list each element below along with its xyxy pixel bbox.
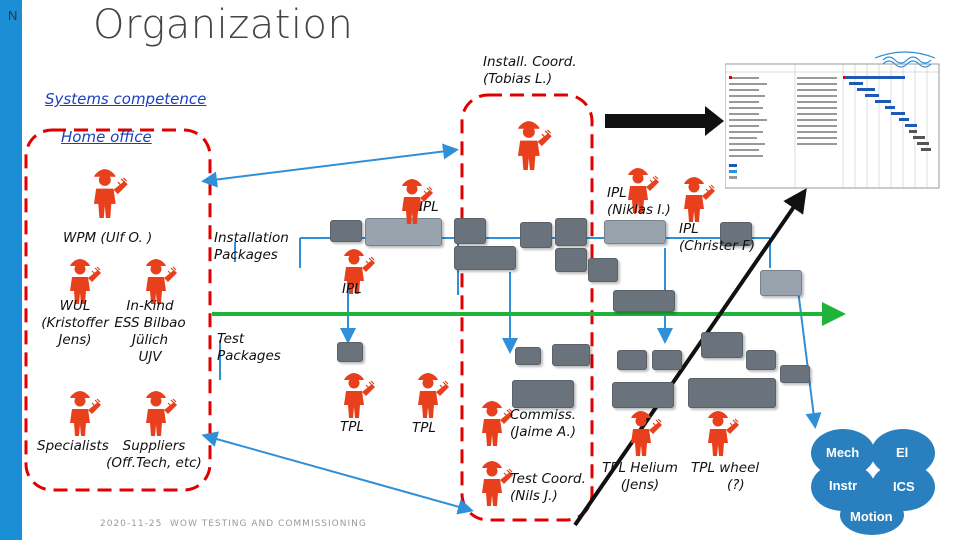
package-box: [555, 248, 587, 272]
worker-icon: [69, 390, 102, 436]
worker-icon: [481, 460, 514, 506]
test-box: [552, 344, 590, 366]
tpl-helium-label: TPL Helium(Jens): [602, 460, 678, 493]
test-box: [337, 342, 363, 362]
worker-icon: [517, 120, 553, 170]
coordination-dashed-container: [460, 93, 594, 522]
worker-icon: [417, 372, 450, 418]
package-box: [588, 258, 618, 282]
slide-number: N: [8, 8, 18, 23]
wpm-label: WPM (Ulf O. ): [63, 230, 153, 246]
ipl-christer-label: IPL(Christer F): [679, 221, 756, 254]
package-box: [454, 218, 486, 244]
specialists-to-commiss-arrow: [201, 431, 474, 515]
worker-icon: [481, 400, 514, 446]
test-box: [515, 347, 541, 365]
home-office-to-install-arrow: [201, 143, 459, 188]
worker-icon: [343, 372, 376, 418]
test-box: [688, 378, 776, 408]
tpl-wheel-label: TPL wheel (?): [691, 460, 760, 493]
worker-icon: [630, 410, 663, 456]
home-office-link[interactable]: Home office: [61, 128, 152, 146]
ipl-label-2: IPL: [342, 281, 362, 297]
worker-icon: [683, 176, 716, 222]
package-box: [604, 220, 666, 244]
test-coord-label: Test Coord.(Nils J.): [510, 471, 586, 504]
commiss-label: Commiss.(Jaime A.): [510, 407, 577, 440]
gantt-pointer-arrow: [605, 106, 724, 136]
package-box: [520, 222, 552, 248]
discipline-circles: [811, 429, 935, 535]
tpl-label-2: TPL: [412, 420, 436, 436]
ipl-niklas-label: IPL(Niklas I.): [607, 185, 671, 218]
footer-title: WOW TESTING AND COMMISSIONING: [170, 519, 367, 529]
worker-icon: [93, 168, 129, 218]
test-box: [701, 332, 743, 358]
motion-label: Motion: [850, 509, 893, 524]
sidebar-accent-bar: [0, 0, 22, 540]
home-office-dashed-container: [24, 128, 212, 492]
package-box: [720, 222, 752, 246]
ipl-label: IPL: [419, 199, 439, 215]
test-box: [746, 350, 776, 370]
test-box: [512, 380, 574, 408]
ess-logo: [874, 51, 936, 68]
test-box: [780, 365, 810, 383]
mech-label: Mech: [826, 445, 860, 460]
package-box: [613, 290, 675, 312]
ics-label: ICS: [893, 479, 915, 494]
package-box: [555, 218, 587, 246]
install-coord-label: Install. Coord.(Tobias L.): [483, 54, 577, 87]
tpl-label-1: TPL: [340, 419, 364, 435]
arrow-test-4: [797, 289, 822, 429]
el-label: El: [896, 445, 909, 460]
footer-date: 2020-11-25: [100, 519, 163, 529]
test-box: [617, 350, 647, 370]
package-box: [760, 270, 802, 296]
test-box: [612, 382, 674, 408]
instr-label: Instr: [829, 478, 858, 493]
black-diagonal-line: [573, 188, 807, 527]
gantt-chart-thumbnail: [725, 51, 940, 189]
test-box: [652, 350, 682, 370]
specialists-label: Specialists: [37, 438, 109, 454]
suppliers-label: Suppliers(Off.Tech, etc): [106, 438, 202, 471]
worker-icon: [707, 410, 740, 456]
worker-icon: [145, 390, 178, 436]
systems-competence-link[interactable]: Systems competence: [45, 90, 207, 108]
package-box: [454, 246, 516, 270]
package-box: [365, 218, 442, 246]
package-box: [330, 220, 362, 242]
slide-title: Organization: [93, 2, 354, 48]
